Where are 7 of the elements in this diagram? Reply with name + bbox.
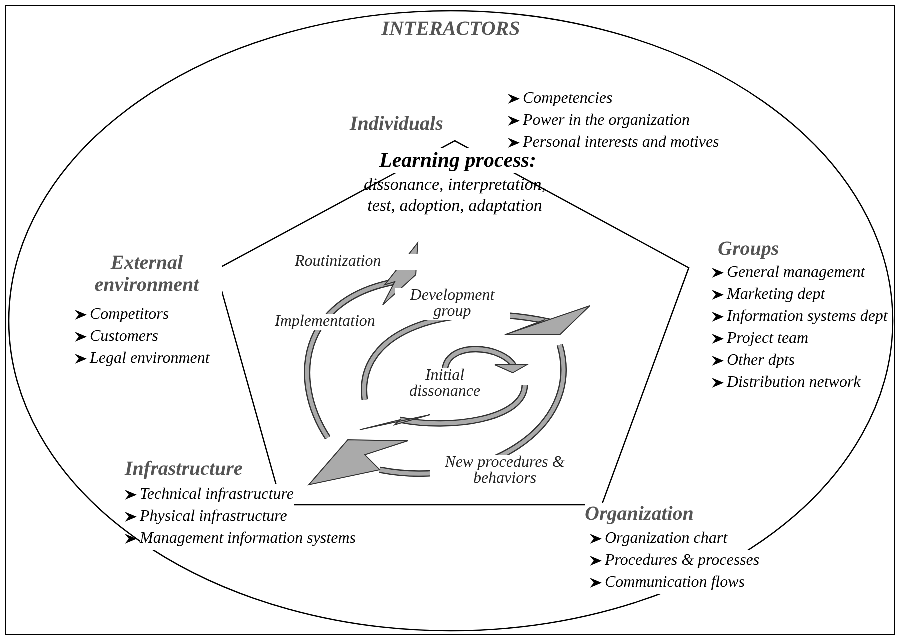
group-heading: Organization bbox=[585, 503, 694, 525]
group-heading: Infrastructure bbox=[125, 458, 243, 480]
list-item: Technical infrastructure bbox=[140, 484, 294, 506]
stage-label: Development group bbox=[395, 288, 510, 320]
list-item: Communication flows bbox=[605, 572, 746, 594]
diagram-heading: INTERACTORS bbox=[380, 18, 522, 41]
list-item: Procedures & processes bbox=[605, 550, 760, 572]
